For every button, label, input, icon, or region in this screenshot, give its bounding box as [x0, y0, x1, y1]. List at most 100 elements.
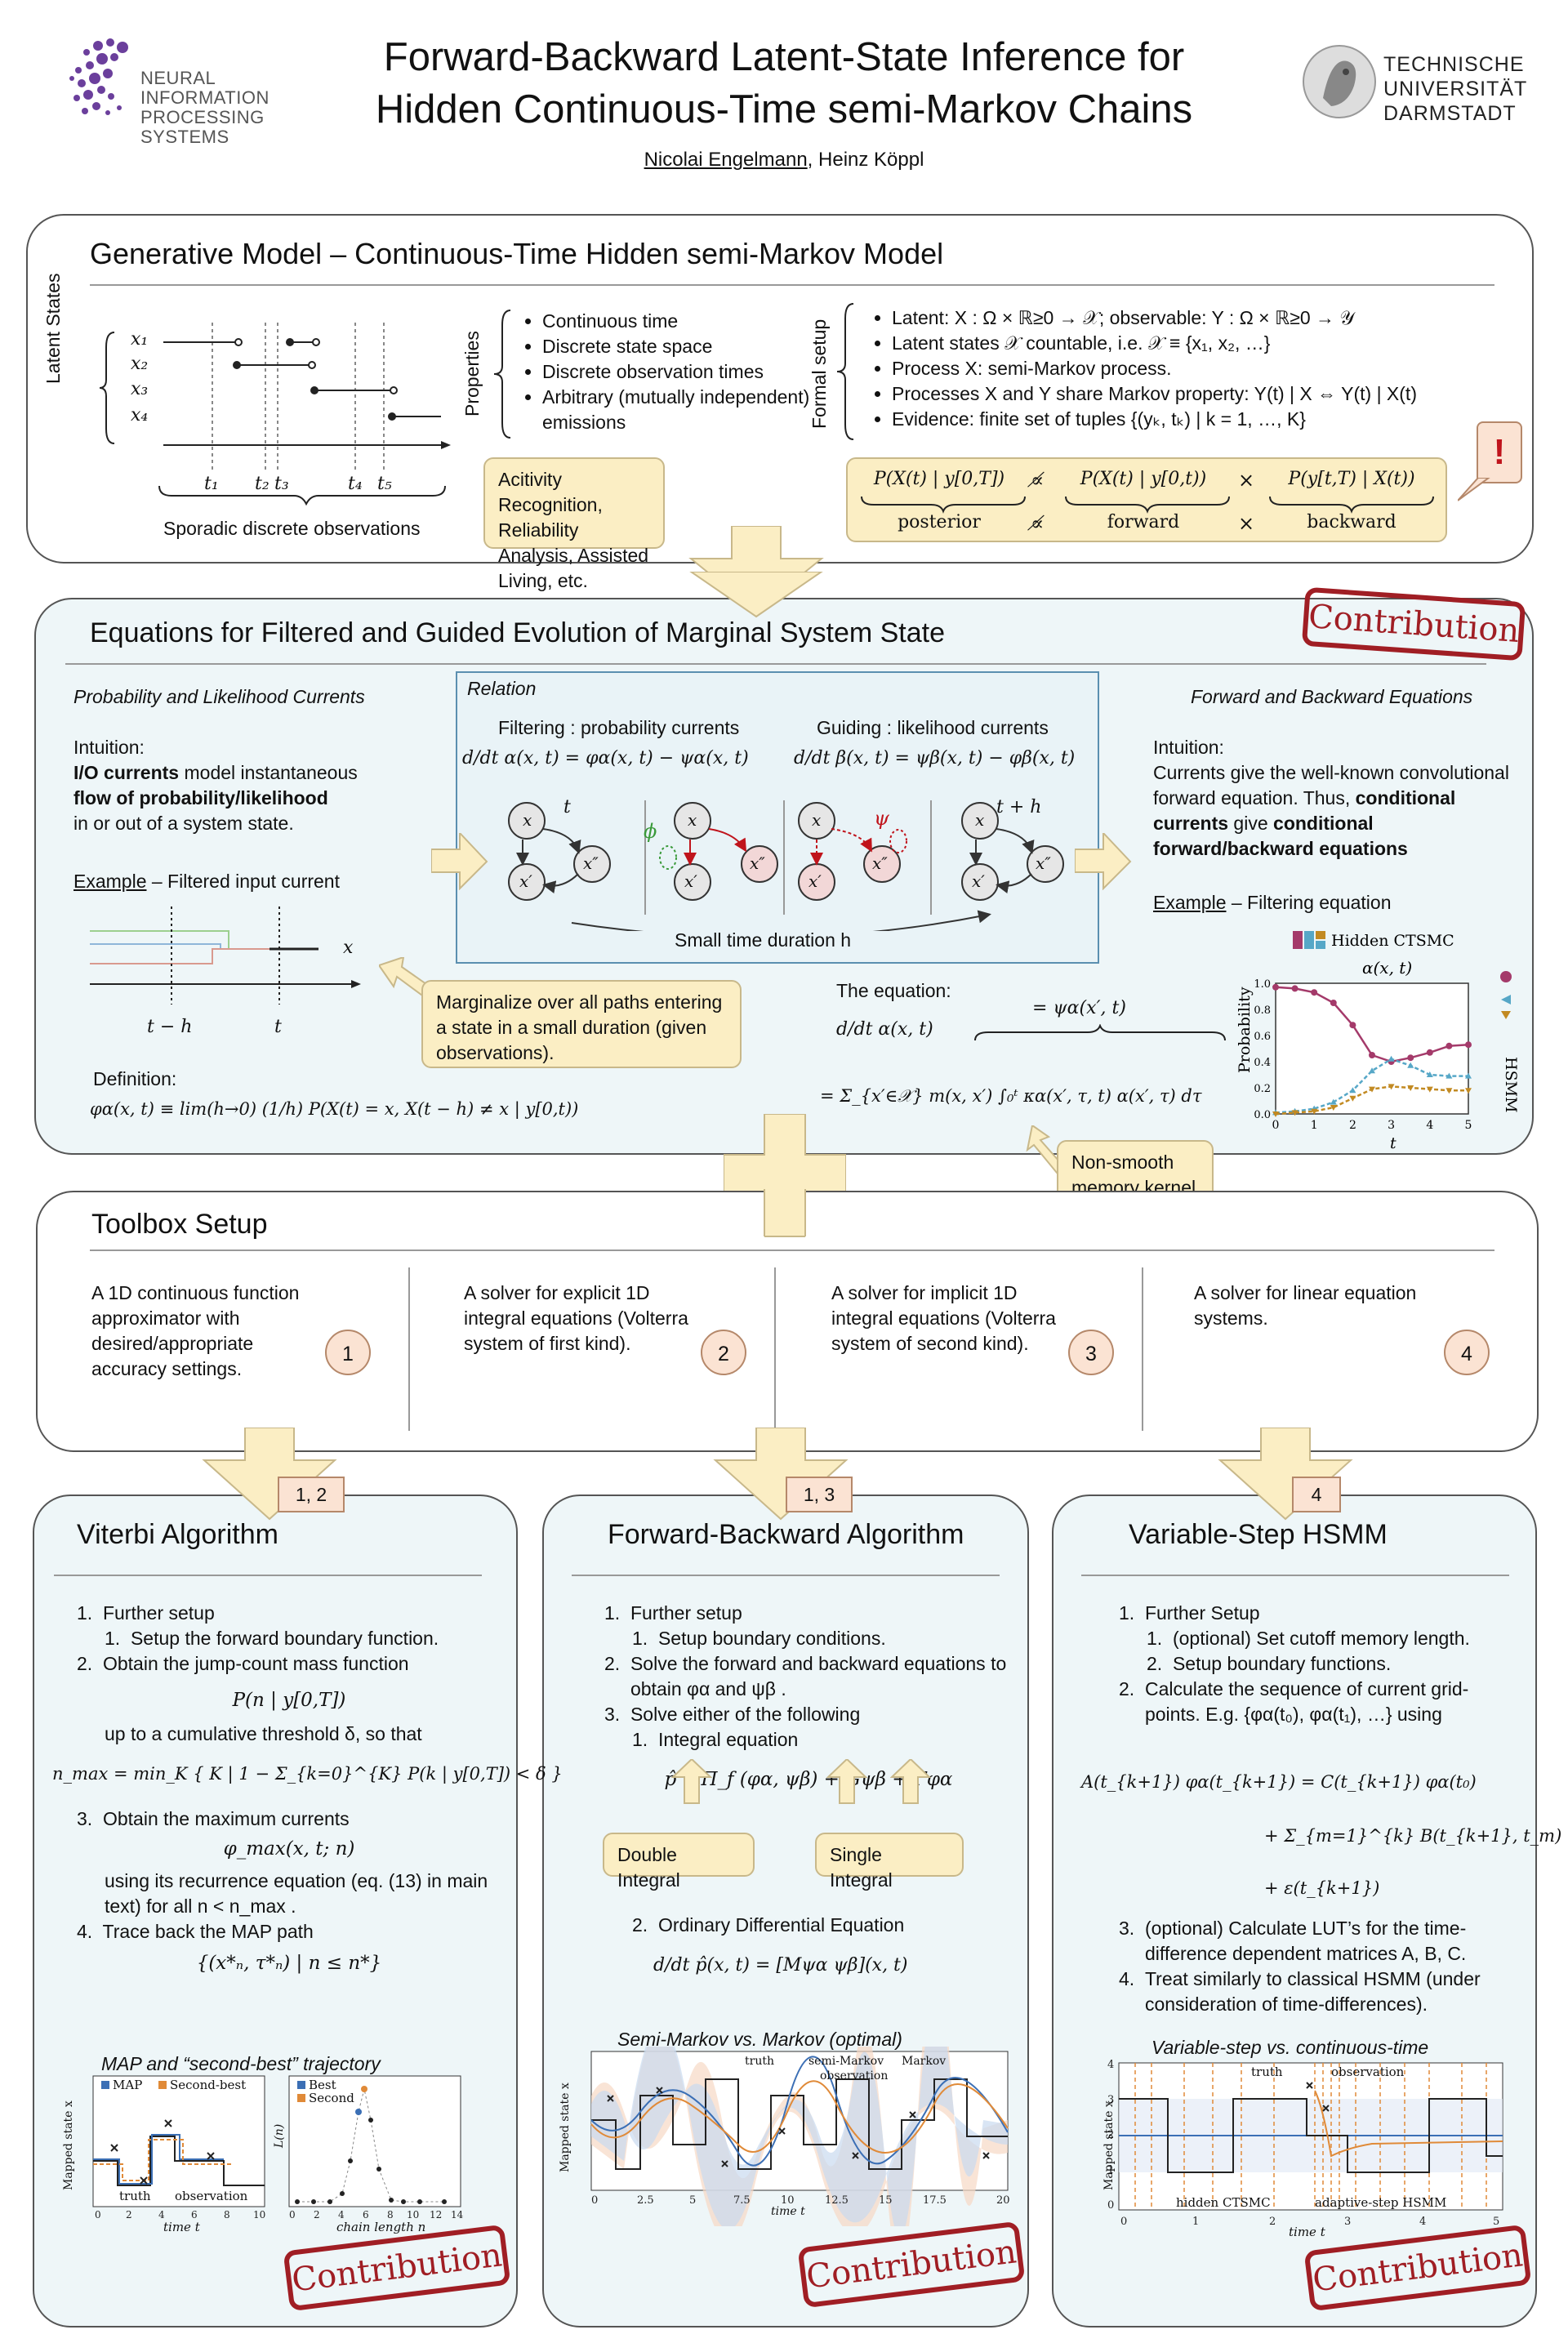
viterbi-divider — [54, 1575, 482, 1576]
title-line1: Forward-Backward Latent-State Inference … — [383, 35, 1185, 79]
plus-sign — [724, 1114, 846, 1236]
viterbi-step-3b: using its recurrence equation (eq. (13) … — [105, 1870, 488, 1917]
viterbi-steps: 1. Further setup 1. Setup the forward bo… — [52, 1601, 563, 1983]
viterbi-step3-text: Obtain the maximum currents — [102, 1808, 350, 1829]
neurips-logo: NEURAL INFORMATION PROCESSING SYSTEMS — [65, 33, 335, 147]
author-2[interactable]: Heinz Köppl — [818, 149, 924, 171]
fb-title: Forward-Backward Algorithm — [608, 1519, 964, 1550]
properties-list: Continuous time Discrete state space Dis… — [516, 309, 820, 435]
chart-point — [1272, 983, 1279, 991]
time-label-t4: t₄ — [348, 474, 363, 494]
tud-logo-text: TECHNISCHE UNIVERSITÄT DARMSTADT — [1383, 52, 1527, 126]
vs-eq-2: + Σ_{m=1}^{k} B(t_{k+1}, t_m) φα(t_m) — [1264, 1826, 1568, 1846]
fb-eq-integral: p̂ ∝ Π_f (φα, ψβ) + Gψβ + Γφα — [664, 1769, 953, 1790]
svg-text:7.5: 7.5 — [733, 2194, 751, 2207]
time-label-t5: t₅ — [377, 474, 392, 494]
node-xp-4: x′ — [972, 871, 985, 891]
fb-ylabel: Mapped state x — [559, 2082, 572, 2172]
chart-point — [1349, 1087, 1356, 1094]
chart-series-line — [1275, 1058, 1468, 1114]
diagram-caption: Sporadic discrete observations — [163, 518, 421, 539]
filtering-example: Example – Filtering equation — [1153, 890, 1392, 915]
single-integral-arrow-1 — [826, 1759, 867, 1804]
author-1[interactable]: Nicolai Engelmann — [644, 149, 808, 171]
chart-point — [1369, 1086, 1375, 1093]
fb-xlabel: time t — [771, 2205, 805, 2218]
plot-x-label: x — [343, 938, 354, 958]
fb-step-3a: 1. Integral equation — [632, 1729, 799, 1750]
svg-text:4: 4 — [1419, 2216, 1426, 2228]
chart-point — [1446, 1042, 1453, 1049]
chart-xtick: 5 — [1465, 1119, 1472, 1132]
forward-eq: P(X(t) | y[0,t)) — [1080, 469, 1207, 489]
marginalize-note: Marginalize over all paths entering a st… — [421, 980, 742, 1068]
chart-point — [1465, 1088, 1472, 1094]
property-item: Discrete observation times — [542, 359, 820, 385]
vs-steps: 1. Further Setup 1. (optional) Set cutof… — [1119, 1601, 1519, 1727]
node-x-1: x — [523, 810, 532, 830]
intuition-text2: in or out of a system state. — [74, 813, 294, 834]
chart-point — [1330, 1105, 1337, 1111]
vs-steps-lower: 3. (optional) Calculate LUT’s for the ti… — [1119, 1916, 1519, 2017]
chart-point — [1426, 1071, 1433, 1077]
small-time-label: Small time duration h — [675, 929, 852, 951]
fb-step-1: 1. Further setup — [604, 1602, 742, 1624]
chart-legend-top: Hidden CTSMC — [1331, 932, 1454, 950]
chart-point — [1291, 985, 1298, 992]
guiding-label: Guiding : likelihood currents — [817, 717, 1049, 738]
chart-point — [1369, 1067, 1375, 1074]
chart-point — [1369, 1052, 1375, 1058]
node-xpp-4: x″ — [1036, 853, 1051, 873]
latent-states-label: Latent States — [42, 273, 64, 384]
example-label: Example — [74, 871, 147, 892]
conditional-currents: conditional currents — [1153, 787, 1456, 834]
vs-eq-3: + ε(t_{k+1}) — [1264, 1878, 1380, 1898]
node-xpp-2: x″ — [750, 853, 765, 873]
toolbox-sep-2 — [774, 1267, 776, 1431]
formal-setup-item: Processes X and Y share Markov property:… — [892, 381, 1561, 407]
chart-point — [1311, 1108, 1318, 1115]
guiding-eq: d/dt β(x, t) = ψβ(x, t) − φβ(x, t) — [794, 748, 1076, 768]
exclamation-callout: ! — [1477, 421, 1522, 483]
vs-step4-text: Treat similarly to classical HSMM (under… — [1144, 1968, 1481, 2015]
not-proportional-1: ∝̸ — [1031, 469, 1045, 492]
fb-step1a-text: Setup boundary conditions. — [657, 1628, 886, 1649]
fb-step-1a: 1. Setup boundary conditions. — [632, 1628, 886, 1649]
state-label-x3: x₃ — [131, 379, 149, 399]
fb-step2-text: Solve the forward and backward equations… — [630, 1653, 1007, 1699]
chart-point — [1407, 1054, 1414, 1062]
viterbi-title: Viterbi Algorithm — [77, 1519, 278, 1550]
equations-divider — [65, 663, 1486, 665]
plot-t: t — [274, 1017, 282, 1037]
vs-step-4: 4. Treat similarly to classical HSMM (un… — [1119, 1967, 1519, 2017]
currents-intuition: Intuition: I/O currents model instantane… — [74, 735, 416, 836]
graph-t-label: t — [564, 797, 571, 817]
single-integral-label: Single Integral — [815, 1833, 964, 1891]
neurips-dots-icon — [69, 38, 128, 115]
chart-ytick: 1.0 — [1254, 978, 1271, 991]
vs-step-3: 3. (optional) Calculate LUT’s for the ti… — [1119, 1916, 1519, 1967]
viterbi-step-2: 2. Obtain the jump-count mass function — [77, 1653, 409, 1674]
viterbi-tag: 1, 2 — [278, 1477, 345, 1512]
vs-plot-title: Variable-step vs. continuous-time — [1152, 2037, 1429, 2058]
graph-th-label: t + h — [996, 797, 1042, 817]
filtering-label: Filtering : probability currents — [498, 717, 740, 738]
eq-lhs: d/dt α(x, t) — [836, 1019, 933, 1040]
vs-legend-hidden: hidden CTSMC — [1176, 2195, 1271, 2210]
times-2: × — [1238, 512, 1255, 535]
down-arrow-1-overlay — [689, 572, 823, 618]
state-label-x2: x₂ — [131, 354, 149, 374]
vs-step2-text: Calculate the sequence of current grid-p… — [1144, 1678, 1469, 1725]
chart-xtick: 0 — [1272, 1119, 1280, 1132]
latent-state-diagram — [99, 323, 451, 506]
chart-point — [1330, 1000, 1337, 1006]
svg-text:8: 8 — [224, 2209, 230, 2221]
double-integral-arrow — [671, 1759, 712, 1804]
formal-setup-item: Latent states 𝒳 countable, i.e. 𝒳 ≡ {x₁,… — [892, 331, 1561, 356]
node-xp-2: x′ — [684, 871, 697, 891]
tud-line2: UNIVERSITÄT — [1383, 78, 1528, 100]
toolbox-number-3: 3 — [1068, 1330, 1114, 1375]
filtered-input-plot — [90, 906, 361, 1004]
